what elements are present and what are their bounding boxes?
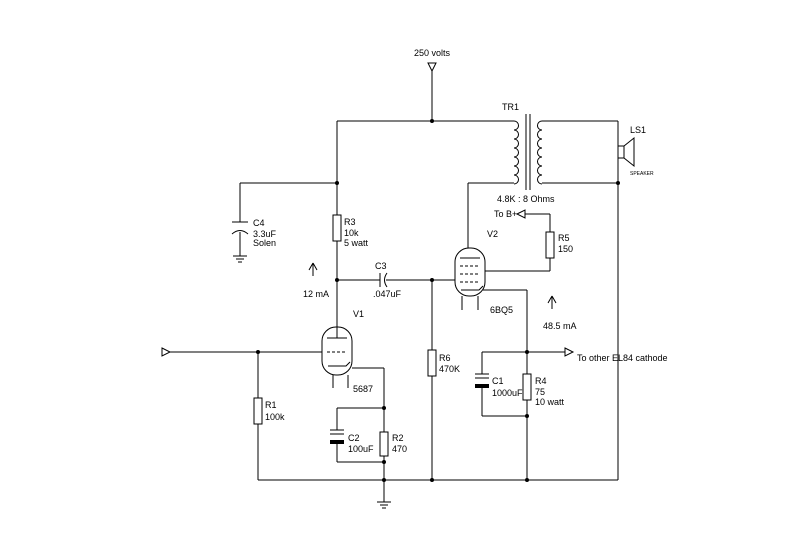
c1-ref: C1 <box>492 376 504 386</box>
r6-value: 470K <box>439 364 460 374</box>
current-arrow-v2: 48.5 mA <box>543 295 577 331</box>
c4-brand: Solen <box>253 238 276 248</box>
c4-ref: C4 <box>253 218 265 228</box>
transformer-ratio: 4.8K : 8 Ohms <box>497 194 555 204</box>
r2-value: 470 <box>392 444 407 454</box>
r6-ref: R6 <box>439 353 451 363</box>
speaker-ls1: LS1 SPEAKER <box>617 125 654 177</box>
bplus-label: To B+ <box>494 209 517 219</box>
c2-ref: C2 <box>348 433 360 443</box>
current-arrow-v1: 12 mA <box>303 262 329 299</box>
resistor-r6: R6 470K <box>427 349 460 377</box>
c1-value: 1000uF <box>492 388 523 398</box>
r1-ref: R1 <box>265 400 277 410</box>
c3-value: .047uF <box>373 289 402 299</box>
r4-rating: 10 watt <box>535 397 565 407</box>
capacitor-c1: C1 1000uF <box>475 373 523 398</box>
v1-current: 12 mA <box>303 289 329 299</box>
c2-value: 100uF <box>348 444 374 454</box>
junction-dots <box>256 119 620 482</box>
r1-value: 100k <box>265 412 285 422</box>
c3-ref: C3 <box>375 261 387 271</box>
supply-label: 250 volts <box>414 48 451 58</box>
input-arrow <box>161 347 172 357</box>
speaker-ref: LS1 <box>630 125 646 135</box>
tube-v2: V2 6BQ5 <box>447 229 513 315</box>
r2-ref: R2 <box>392 433 404 443</box>
resistor-r2: R2 470 <box>379 431 407 457</box>
transformer-ref: TR1 <box>502 102 519 112</box>
capacitor-c3: C3 .047uF <box>373 261 402 299</box>
r5-value: 150 <box>558 244 573 254</box>
resistor-r4: R4 75 10 watt <box>522 373 565 407</box>
tube-v1: V1 5687 <box>321 309 373 394</box>
c4-value: 3.3uF <box>253 229 277 239</box>
transformer-tr1: TR1 4.8K : 8 Ohms <box>497 102 555 204</box>
r3-rating: 5 watt <box>344 238 369 248</box>
r5-ref: R5 <box>558 233 570 243</box>
resistor-r1: R1 100k <box>253 397 285 425</box>
v2-current: 48.5 mA <box>543 321 577 331</box>
bplus-arrow: To B+ <box>494 209 526 219</box>
ground-symbol-c4 <box>233 255 247 263</box>
capacitor-c4: C4 3.3uF Solen <box>231 218 277 248</box>
supply-terminal: 250 volts <box>414 48 451 73</box>
v1-ref: V1 <box>353 309 364 319</box>
r3-ref: R3 <box>344 217 356 227</box>
r3-value: 10k <box>344 228 359 238</box>
speaker-name: SPEAKER <box>630 171 654 177</box>
capacitor-c2: C2 100uF <box>330 429 374 454</box>
r4-ref: R4 <box>535 376 547 386</box>
resistor-r5: R5 150 <box>545 231 573 259</box>
v2-type: 6BQ5 <box>490 305 513 315</box>
v2-ref: V2 <box>487 229 498 239</box>
r4-value: 75 <box>535 387 545 397</box>
other-cathode-arrow: To other EL84 cathode <box>564 347 668 363</box>
v1-type: 5687 <box>353 384 373 394</box>
resistor-r3: R3 10k 5 watt <box>332 214 369 248</box>
ground-symbol-main <box>377 501 391 509</box>
wires <box>170 70 619 502</box>
other-cathode-label: To other EL84 cathode <box>577 353 668 363</box>
